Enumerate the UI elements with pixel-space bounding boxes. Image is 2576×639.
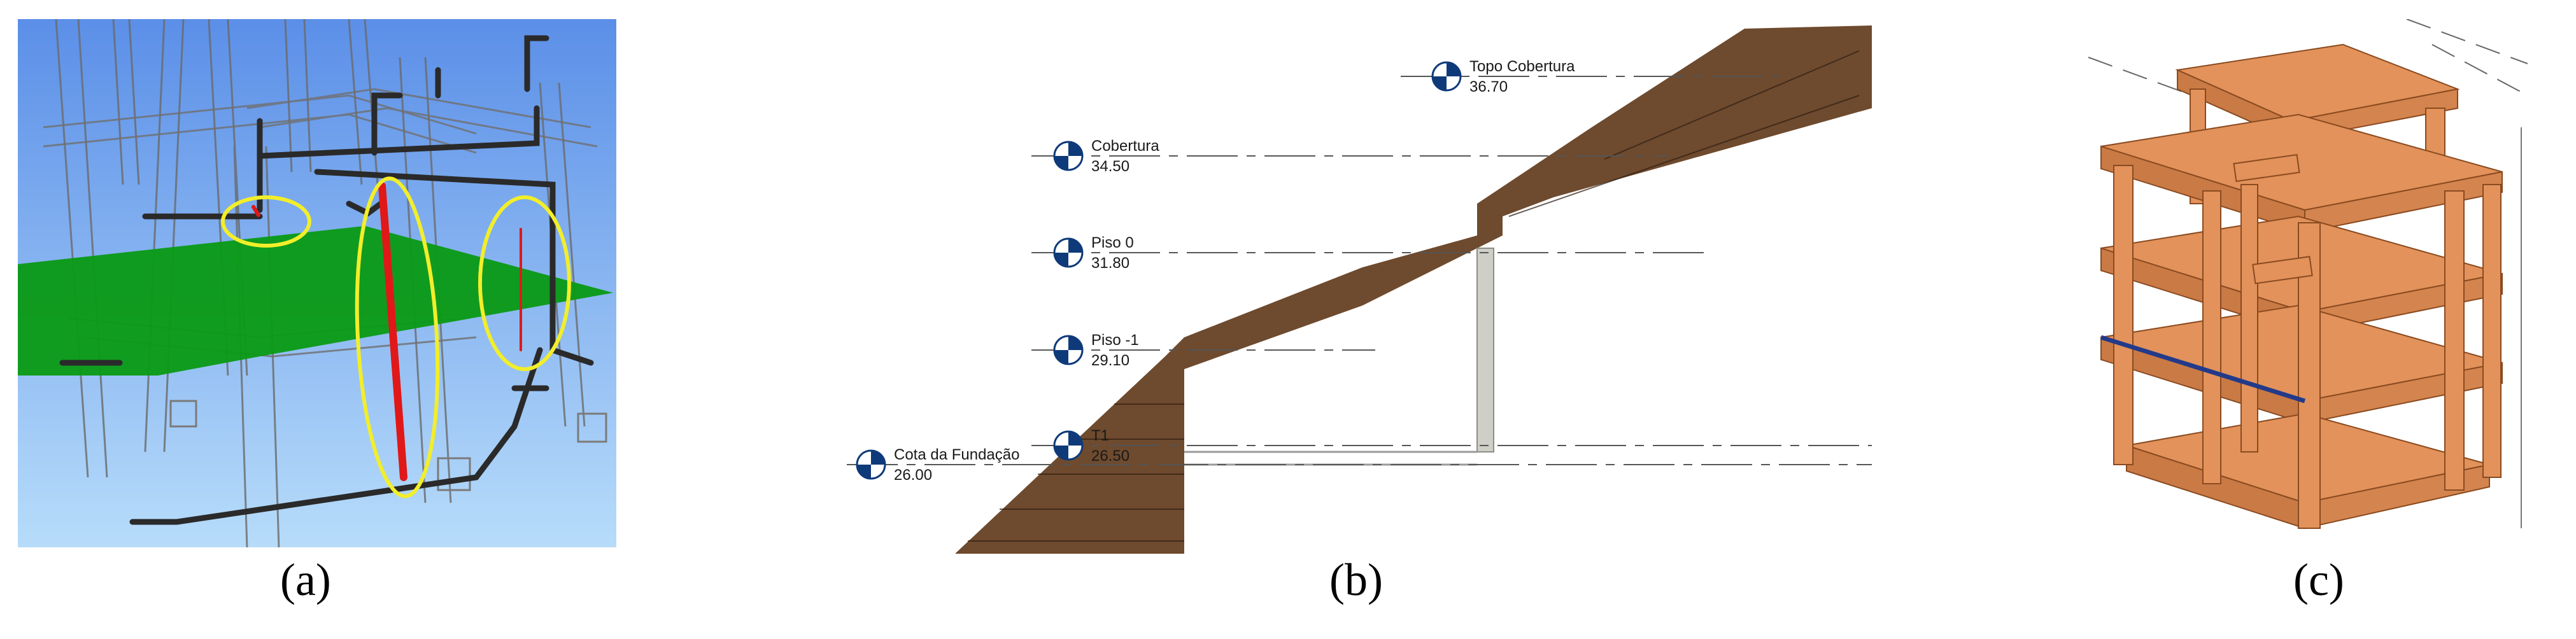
panel-c-structural-model bbox=[2088, 18, 2528, 547]
level-lines bbox=[847, 76, 1872, 465]
level-marker-piso-0[interactable]: Piso 0 31.80 bbox=[1053, 234, 1134, 272]
level-name: T1 bbox=[1091, 427, 1109, 444]
level-elevation: 26.50 bbox=[1091, 447, 1129, 465]
caption-b: (b) bbox=[1329, 554, 1383, 605]
terrain-hatch bbox=[968, 50, 1860, 542]
caption-c: (c) bbox=[2293, 554, 2344, 605]
level-name: Cota da Fundação bbox=[894, 446, 1019, 463]
terrain-section bbox=[955, 25, 1872, 554]
ground-plane bbox=[18, 226, 613, 376]
level-marker-cobertura[interactable]: Cobertura 34.50 bbox=[1053, 137, 1159, 175]
panel-b-drawing: Topo Cobertura 36.70 Cobertura 34.50 Pis… bbox=[847, 25, 1872, 554]
retaining-wall bbox=[1476, 248, 1494, 453]
level-name: Topo Cobertura bbox=[1469, 58, 1575, 75]
footings bbox=[169, 400, 607, 491]
level-elevation: 31.80 bbox=[1091, 255, 1129, 272]
level-elevation: 34.50 bbox=[1091, 158, 1129, 175]
building-frame bbox=[2100, 43, 2503, 530]
level-elevation: 29.10 bbox=[1091, 352, 1129, 369]
level-name: Piso 0 bbox=[1091, 234, 1134, 251]
clash-highlights bbox=[221, 176, 571, 498]
level-marker-topo-cobertura[interactable]: Topo Cobertura 36.70 bbox=[1431, 58, 1575, 95]
clash-pipes bbox=[251, 182, 522, 481]
level-marker-t1[interactable]: T1 26.50 bbox=[1053, 427, 1129, 465]
level-elevation: 36.70 bbox=[1469, 78, 1508, 95]
level-marker-piso-minus-1[interactable]: Piso -1 29.10 bbox=[1053, 332, 1139, 369]
panel-a-clash-view bbox=[18, 18, 616, 548]
level-name: Piso -1 bbox=[1091, 332, 1139, 349]
panel-b-section-view: Topo Cobertura 36.70 Cobertura 34.50 Pis… bbox=[840, 25, 1885, 554]
level-name: Cobertura bbox=[1091, 137, 1159, 155]
panel-c-drawing bbox=[2088, 18, 2528, 530]
level-elevation: 26.00 bbox=[894, 467, 932, 484]
highlighted-slab-edge bbox=[2100, 335, 2306, 404]
caption-a: (a) bbox=[280, 554, 331, 605]
panel-a-drawing bbox=[18, 18, 616, 548]
level-marker-cota-da-fundacao[interactable]: Cota da Fundação 26.00 bbox=[856, 446, 1019, 484]
